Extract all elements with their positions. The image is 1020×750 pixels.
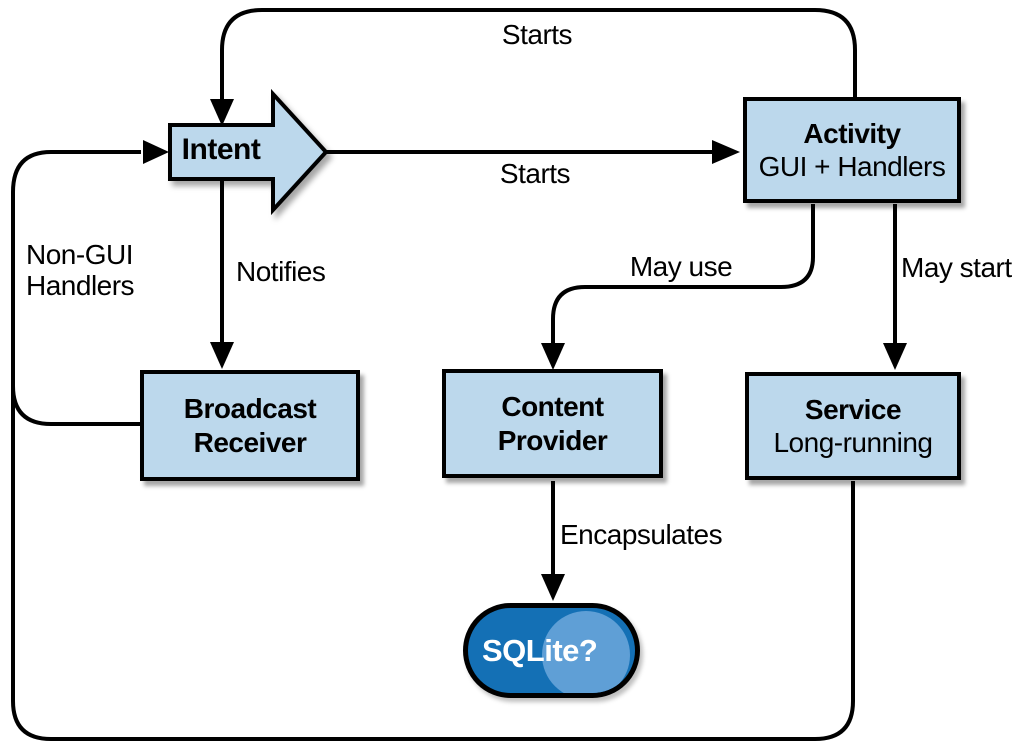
service-node: Service Long-running — [745, 372, 961, 480]
edge-label-non-gui-handlers: Non-GUI Handlers — [26, 239, 135, 301]
edge-label-may-use: May use — [629, 251, 733, 282]
sqlite-highlight-circle — [542, 611, 630, 693]
edge-label-notifies: Notifies — [236, 256, 326, 287]
intent-node-shape — [168, 88, 329, 216]
arrowhead-into-intent-top — [210, 99, 234, 126]
arrowhead-into-sqlite-top — [541, 574, 565, 601]
edge-intent-notifies-broadcast — [210, 179, 234, 369]
edge-content-encapsulates-sqlite — [541, 481, 565, 601]
sqlite-label: SQLite? — [482, 632, 598, 668]
content-provider-node: Content Provider — [442, 369, 663, 478]
arrowhead-into-content-top — [541, 343, 565, 370]
edge-label-starts-mid: Starts — [499, 158, 571, 189]
edge-service-loop-intent — [11, 140, 855, 741]
intent-node-label: Intent — [181, 133, 261, 166]
arrowhead-into-intent-left — [143, 140, 169, 164]
activity-node: Activity GUI + Handlers — [743, 97, 961, 203]
arrowhead-into-broadcast-top — [210, 342, 234, 369]
edge-activity-maystart-service — [883, 204, 907, 370]
edge-broadcast-branch-loop — [11, 385, 140, 426]
arrowhead-into-service-top — [883, 343, 907, 370]
edge-activity-mayuse-content — [541, 204, 815, 370]
content-provider-title: Content Provider — [497, 391, 608, 456]
broadcast-receiver-title: Broadcast Receiver — [183, 393, 317, 458]
service-subtitle: Long-running — [773, 427, 933, 458]
edge-activity-starts-intent — [210, 8, 857, 126]
activity-subtitle: GUI + Handlers — [758, 151, 946, 182]
activity-title: Activity — [803, 117, 901, 149]
edge-intent-starts-activity — [326, 140, 740, 164]
edge-label-may-start: May start — [901, 252, 1012, 283]
edge-label-starts-top: Starts — [501, 19, 573, 50]
broadcast-receiver-node: Broadcast Receiver — [140, 370, 360, 481]
sqlite-node: SQLite? — [463, 603, 640, 698]
edge-label-encapsulates: Encapsulates — [560, 519, 723, 550]
arrowhead-into-activity-left — [712, 140, 740, 164]
service-title: Service — [804, 393, 902, 425]
